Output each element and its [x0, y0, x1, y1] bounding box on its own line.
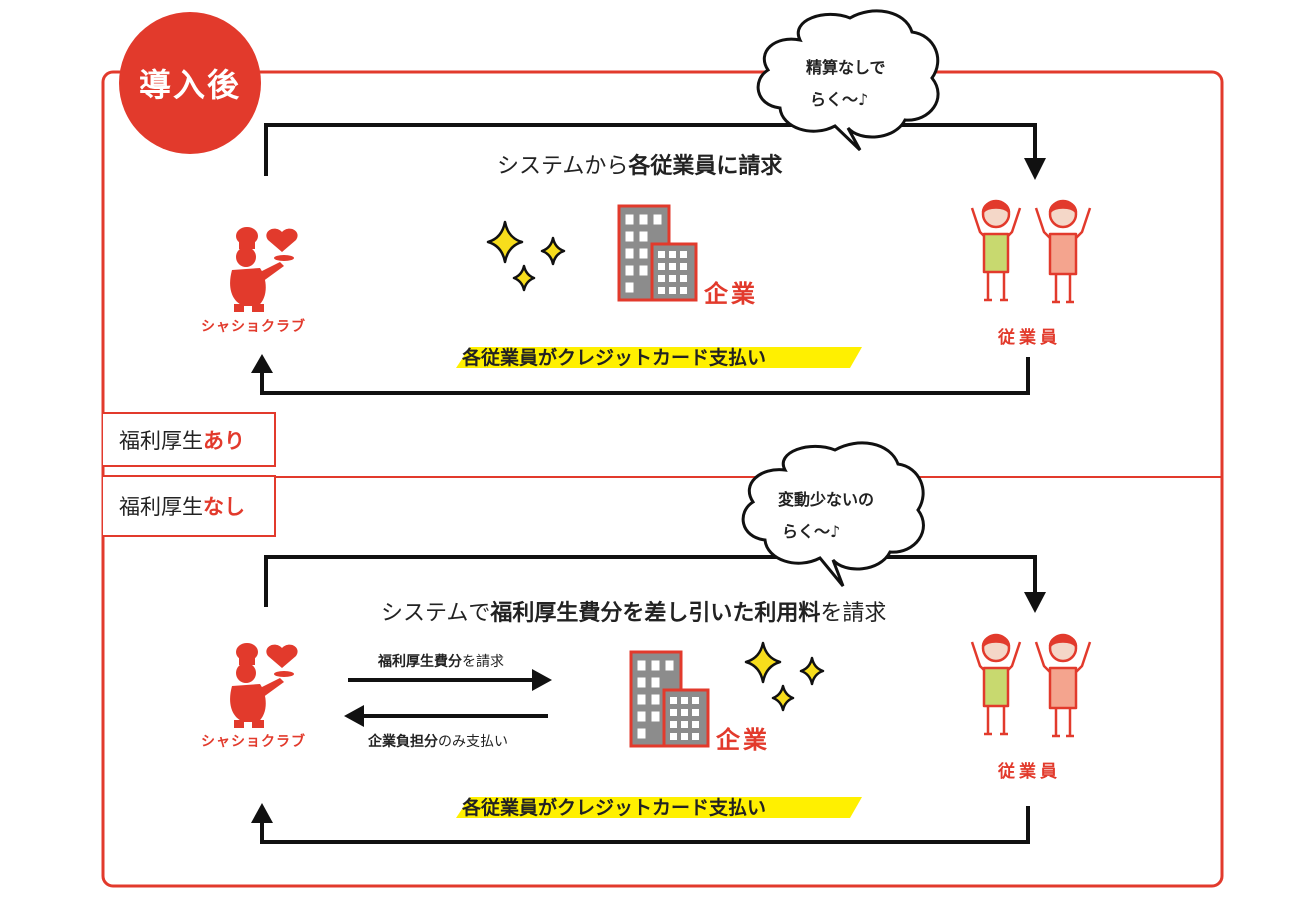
building-icon [629, 650, 710, 748]
employees-cheering-icon [970, 199, 1092, 304]
arrow-right-icon [348, 669, 552, 691]
employees-cheering-icon [970, 633, 1092, 738]
company-label-top: 企業 [704, 280, 758, 308]
tab-without-welfare-highlight: なし [203, 495, 245, 519]
logo-text-top: シャショクラブ [201, 319, 306, 335]
arrow-right-label-plain: を請求 [462, 654, 504, 670]
arrow-left-label-bold: 企業負担分 [368, 734, 438, 750]
payment-label-top: 各従業員がクレジットカード支払い [462, 347, 767, 369]
chef-heart-logo-icon [230, 643, 298, 728]
badge-label: 導入後 [138, 66, 241, 104]
logo-text-bottom: シャショクラブ [201, 734, 306, 750]
bottom-caption-plain-2: を請求 [820, 601, 887, 626]
tab-with-welfare: 福利厚生あり [103, 412, 276, 467]
tab-with-welfare-prefix: 福利厚生 [119, 428, 203, 453]
tab-without-welfare: 福利厚生なし [103, 475, 276, 537]
bubble-bottom-line1: 変動少ないの [778, 490, 875, 509]
arrow-left-icon [344, 705, 548, 727]
company-label-bottom: 企業 [716, 726, 770, 754]
top-flow-arrow-upper [264, 123, 1046, 180]
arrow-left-label: 企業負担分のみ支払い [368, 731, 508, 751]
sparkle-icon [744, 641, 825, 712]
building-icon [617, 204, 698, 302]
top-caption-plain: システムから [497, 154, 629, 179]
employee-label-bottom: 従業員 [998, 762, 1061, 782]
tab-with-welfare-highlight: あり [203, 428, 245, 453]
arrow-left-label-plain: のみ支払い [438, 734, 508, 750]
bottom-flow-arrow-upper [264, 555, 1046, 613]
bottom-caption-bold: 福利厚生費分を差し引いた利用料 [490, 601, 821, 626]
payment-label-bottom: 各従業員がクレジットカード支払い [462, 797, 767, 819]
speech-bubble-icon-bottom [741, 441, 925, 587]
payment-highlight-top [456, 347, 862, 368]
payment-highlight-bottom [456, 797, 862, 818]
top-flow-arrow-lower [251, 354, 1030, 395]
employee-label-top: 従業員 [998, 328, 1061, 348]
speech-bubble-icon-top [756, 9, 940, 152]
tab-without-welfare-prefix: 福利厚生 [119, 495, 203, 519]
top-caption-bold: 各従業員に請求 [628, 154, 783, 179]
bottom-caption: システムで福利厚生費分を差し引いた利用料を請求 [381, 595, 886, 627]
arrow-right-label-bold: 福利厚生費分 [378, 654, 462, 670]
arrow-right-label: 福利厚生費分を請求 [378, 651, 504, 671]
after-introduction-badge: 導入後 [119, 12, 261, 154]
sparkle-icon [486, 220, 566, 292]
top-caption: システムから各従業員に請求 [497, 148, 782, 180]
bottom-caption-plain-1: システムで [381, 601, 491, 626]
bubble-top-line2: らく〜♪ [810, 90, 869, 109]
bottom-flow-arrow-lower [251, 803, 1030, 844]
bubble-top-line1: 精算なしで [806, 58, 886, 77]
chef-heart-logo-icon [230, 227, 298, 312]
bubble-bottom-line2: らく〜♪ [782, 522, 841, 541]
